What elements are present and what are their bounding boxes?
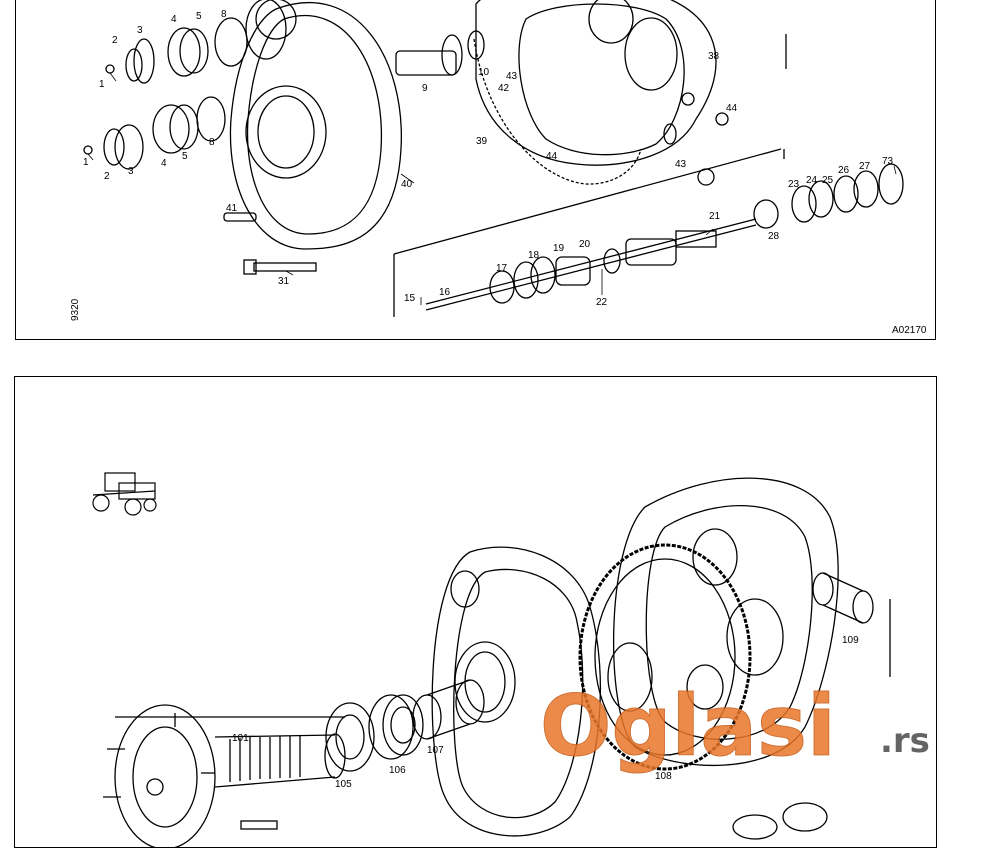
part-label-38: 38	[708, 51, 720, 62]
part-label-18: 18	[528, 250, 540, 261]
part-label-3: 3	[137, 25, 143, 36]
part-label-21: 21	[709, 211, 721, 222]
part-label-44: 44	[726, 103, 738, 114]
part-label-43b: 43	[675, 159, 687, 170]
part-label-24: 24	[806, 175, 818, 186]
part-label-1: 1	[99, 79, 105, 90]
part-label-73: 73	[882, 156, 894, 167]
part-label-25: 25	[822, 175, 834, 186]
diagram-panel-top: 1 2 3 4 5 8 1 2 3 4 5 8 9 10 38 39 40 41…	[15, 0, 936, 340]
part-label-26: 26	[838, 165, 850, 176]
part-label-8b: 8	[209, 137, 215, 148]
part-labels-top: 1 2 3 4 5 8 1 2 3 4 5 8 9 10 38 39 40 41…	[83, 9, 894, 308]
part-label-40: 40	[401, 179, 413, 190]
part-label-23: 23	[788, 179, 800, 190]
part-label-5b: 5	[182, 151, 188, 162]
part-label-108: 108	[655, 771, 672, 782]
part-label-20: 20	[579, 239, 591, 250]
tractor-icon	[92, 472, 157, 516]
part-label-28: 28	[768, 231, 780, 242]
part-label-44b: 44	[546, 151, 558, 162]
part-label-17: 17	[496, 263, 508, 274]
part-label-1b: 1	[83, 157, 89, 168]
part-label-27: 27	[859, 161, 871, 172]
part-label-5: 5	[196, 11, 202, 22]
part-label-16: 16	[439, 287, 451, 298]
exploded-view-drawing-top: 1 2 3 4 5 8 1 2 3 4 5 8 9 10 38 39 40 41…	[70, 0, 927, 336]
part-label-10: 10	[478, 67, 490, 78]
exploded-view-drawing-bottom: 101 105 106 107 108 109	[92, 472, 891, 847]
part-label-9: 9	[422, 83, 428, 94]
part-label-31: 31	[278, 276, 290, 287]
part-label-109: 109	[842, 635, 859, 646]
part-label-106: 106	[389, 765, 406, 776]
diagram-panel-bottom: 101 105 106 107 108 109	[14, 376, 937, 848]
part-label-101: 101	[232, 733, 249, 744]
part-label-4b: 4	[161, 158, 167, 169]
part-label-2b: 2	[104, 171, 110, 182]
side-number: 9320	[70, 298, 81, 321]
part-label-19: 19	[553, 243, 565, 254]
part-label-2: 2	[112, 35, 118, 46]
part-label-15: 15	[404, 293, 416, 304]
part-label-3b: 3	[128, 166, 134, 177]
part-labels-bottom: 101 105 106 107 108 109	[232, 635, 859, 790]
part-label-41: 41	[226, 203, 238, 214]
part-label-43: 43	[506, 71, 518, 82]
part-label-107: 107	[427, 745, 444, 756]
drawing-code: A02170	[892, 325, 927, 336]
part-label-8: 8	[221, 9, 227, 20]
part-label-22: 22	[596, 297, 608, 308]
part-label-4: 4	[171, 14, 177, 25]
part-label-105: 105	[335, 779, 352, 790]
part-label-42: 42	[498, 83, 510, 94]
part-label-39: 39	[476, 136, 488, 147]
